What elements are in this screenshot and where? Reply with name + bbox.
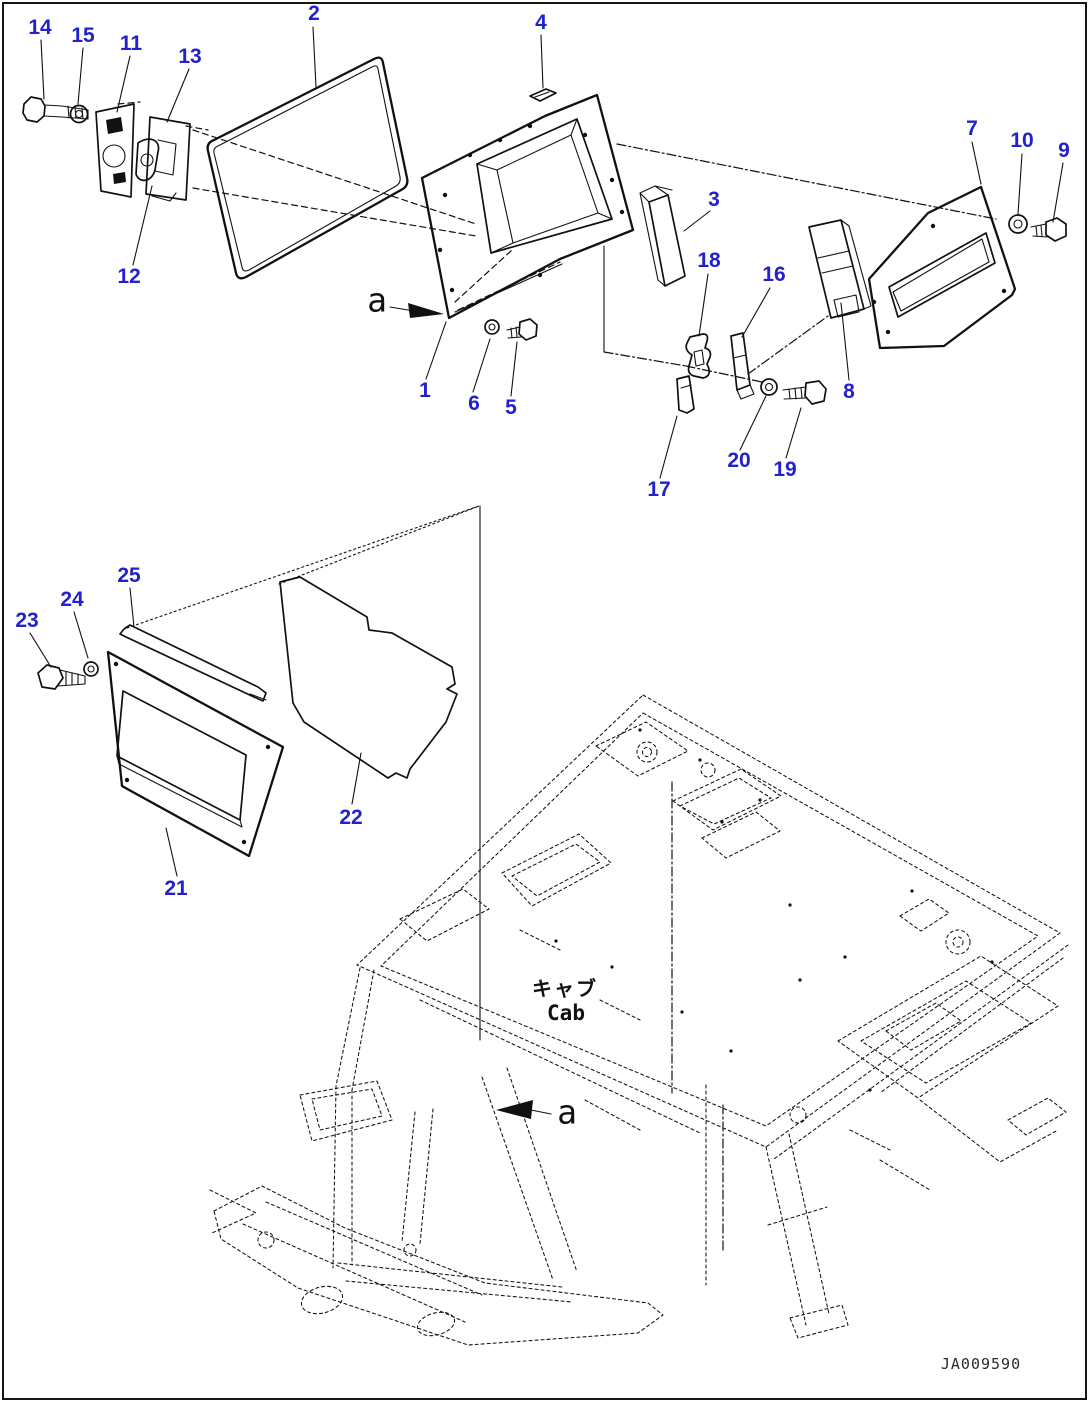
- part-5-bolt: [506, 318, 538, 341]
- leader-lines-upper: [40, 26, 1064, 479]
- callout-11[interactable]: 11: [119, 32, 143, 55]
- callout-14[interactable]: 14: [28, 16, 52, 39]
- callout-13[interactable]: 13: [178, 45, 202, 68]
- part-18-clamp: [685, 333, 712, 379]
- drawing-id: JA009590: [940, 1355, 1022, 1373]
- part-2-trim-frame: [206, 56, 409, 280]
- phantom-lines-upper: [117, 101, 997, 1041]
- callout-12[interactable]: 12: [117, 265, 141, 288]
- part-9-bolt: [1030, 217, 1067, 242]
- cab-structure-phantom: [209, 694, 1069, 1346]
- callout-23[interactable]: 23: [15, 609, 39, 632]
- callout-3[interactable]: 3: [708, 188, 720, 211]
- part-23-bolt: [37, 664, 86, 690]
- view-ref-lower: a: [557, 1092, 577, 1132]
- callout-19[interactable]: 19: [773, 458, 797, 481]
- part-24-washer: [83, 661, 99, 677]
- callout-17[interactable]: 17: [647, 478, 671, 501]
- view-ref-upper: a: [367, 280, 387, 320]
- view-arrow-upper: [389, 303, 444, 318]
- cab-label-english: Cab: [547, 1001, 585, 1025]
- part-21-cover: [106, 650, 285, 858]
- part-1-panel: [420, 93, 635, 320]
- callout-6[interactable]: 6: [468, 392, 480, 415]
- part-17-bracket: [676, 375, 695, 414]
- part-7-cover: [867, 185, 1017, 350]
- part-15-washer: [69, 104, 89, 124]
- part-22-sheet: [279, 576, 458, 779]
- callout-16[interactable]: 16: [762, 263, 786, 286]
- part-11-bracket: [95, 103, 135, 198]
- callout-25[interactable]: 25: [117, 564, 141, 587]
- callout-20[interactable]: 20: [727, 449, 751, 472]
- callout-18[interactable]: 18: [697, 249, 721, 272]
- part-3-block: [639, 185, 686, 287]
- callout-22[interactable]: 22: [339, 806, 363, 829]
- part-16-bracket: [730, 332, 755, 400]
- part-19-bolt: [782, 380, 827, 405]
- callout-5[interactable]: 5: [505, 396, 517, 419]
- cab-label-japanese: キャブ: [532, 976, 598, 1001]
- part-25-strip: [119, 624, 267, 702]
- callout-15[interactable]: 15: [71, 24, 95, 47]
- part-8-block: [808, 219, 872, 319]
- callout-4[interactable]: 4: [535, 11, 547, 34]
- callout-9[interactable]: 9: [1058, 139, 1070, 162]
- part-4-clip: [529, 88, 557, 102]
- part-13-bracket: [145, 116, 191, 202]
- part-10-washer: [1008, 214, 1028, 234]
- callout-10[interactable]: 10: [1010, 129, 1034, 152]
- part-20-washer: [760, 378, 778, 396]
- leader-lines-side: [29, 587, 362, 877]
- callout-1[interactable]: 1: [419, 379, 431, 402]
- callout-24[interactable]: 24: [60, 588, 84, 611]
- callout-7[interactable]: 7: [966, 117, 978, 140]
- callout-8[interactable]: 8: [843, 380, 855, 403]
- view-arrow-lower: [496, 1100, 552, 1119]
- callout-2[interactable]: 2: [308, 2, 320, 25]
- part-6-washer: [484, 319, 500, 335]
- callout-21[interactable]: 21: [164, 877, 188, 900]
